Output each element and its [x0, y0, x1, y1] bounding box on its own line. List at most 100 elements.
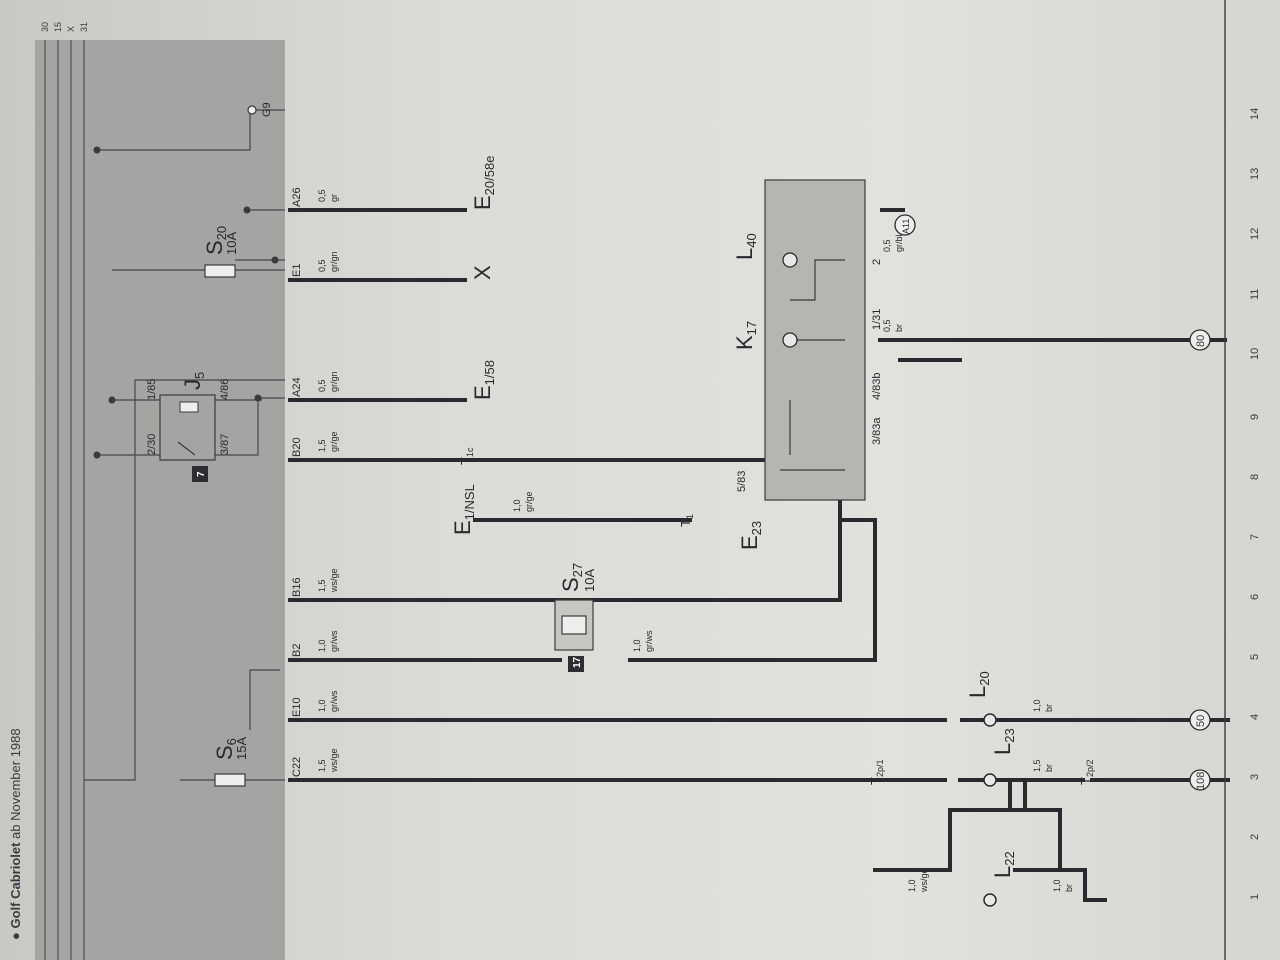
fuse-s6-rating: 15A [234, 737, 249, 760]
g9-connector-circle [247, 105, 257, 115]
load-wires [875, 718, 1230, 872]
connector-e10: E10 [291, 697, 303, 717]
grid-number: 12 [1249, 228, 1261, 240]
ground-80 [1189, 329, 1211, 351]
ground-50 [1189, 709, 1211, 731]
lamp-l20-symbol [983, 713, 997, 727]
wire-color: br [1044, 764, 1054, 772]
wire-size: 1,5 [317, 439, 327, 452]
grid-number: 8 [1249, 474, 1261, 480]
connector-a24: A24 [291, 377, 303, 397]
grid-number: 1 [1249, 894, 1261, 900]
terminal-t1c: T1c [458, 447, 475, 465]
destination-e20-58e: E20/58e [470, 156, 497, 210]
terminal-t1: T1 [678, 514, 695, 527]
junction-dot [243, 206, 251, 214]
fuse-box-number-text: 17 [572, 656, 583, 668]
connector-b20: B20 [291, 437, 303, 457]
fuse-s20-label: S20 [202, 226, 229, 255]
relay-box-number [192, 466, 208, 482]
grid-number: 14 [1249, 108, 1261, 120]
destination-e1-58: E1/58 [470, 360, 497, 400]
grid-number: 5 [1249, 654, 1261, 660]
ground-50-label: 50 [1195, 715, 1207, 727]
wire-color: gr/ge [524, 491, 534, 512]
ground-80-label: 80 [1195, 335, 1207, 347]
relay-pin-4-86: 4/86 [219, 379, 231, 400]
fuse-s6-symbol [214, 773, 246, 787]
grid-number: 13 [1249, 168, 1261, 180]
wire-color: gr/bl [894, 234, 904, 252]
wire-size: 1,5 [1032, 759, 1042, 772]
connector-b2: B2 [291, 644, 303, 657]
fuse-s27-label: S27 [558, 563, 585, 592]
junction-dot [271, 256, 279, 264]
switch-k17-label: K17 [732, 321, 759, 350]
wire-color: br [1044, 704, 1054, 712]
wire-size: 0,5 [882, 319, 892, 332]
wire-size: 0,5 [882, 239, 892, 252]
wire-size: 1,0 [317, 699, 327, 712]
junction-dot [254, 394, 262, 402]
wire-size: 0,5 [317, 379, 327, 392]
lamp-l23-symbol [983, 773, 997, 787]
switch-l40-label: L40 [732, 233, 759, 260]
fuse-s20-rating: 10A [224, 232, 239, 255]
grid-number: 10 [1249, 348, 1261, 360]
wire-color: ws/ge [919, 868, 929, 893]
destination-x: X [470, 265, 495, 280]
fuse-s6-label: S6 [212, 738, 239, 760]
wire-color: gr/ws [329, 630, 339, 652]
pin-1-31: 1/31 [871, 309, 883, 330]
fuse-box-number [568, 656, 584, 672]
connector-c22: C22 [291, 757, 303, 777]
power-rails [44, 40, 85, 960]
wire-size: 1,0 [907, 879, 917, 892]
rail-label-30: 30 [40, 22, 50, 32]
wire-color: gr/gn [329, 251, 339, 272]
wire-size: 0,5 [317, 259, 327, 272]
destination-e1-nsl: E1/NSL [450, 484, 477, 535]
wire-color: ws/ge [329, 568, 339, 593]
relay-pin-3-87: 3/87 [219, 434, 231, 455]
grid-number: 4 [1249, 714, 1261, 720]
connector-g9: G9 [261, 102, 273, 117]
lamp-l23-label: L23 [990, 728, 1017, 755]
junction-dot [93, 146, 101, 154]
grid-numbers: 1 2 3 4 5 6 7 8 9 10 11 12 13 14 [1249, 108, 1261, 900]
pin-5-83: 5/83 [736, 471, 748, 492]
wire-color: ws/ge [329, 748, 339, 773]
ground-points [894, 214, 1211, 791]
grid-number: 7 [1249, 534, 1261, 540]
ground-108 [1189, 769, 1211, 791]
grid-number: 2 [1249, 834, 1261, 840]
connector-a26: A26 [291, 187, 303, 207]
rail-label-15: 15 [53, 22, 63, 32]
wire-color: gr/ws [329, 690, 339, 712]
wire-size: 1,0 [317, 639, 327, 652]
junction-dot [93, 451, 101, 459]
relay-pin-1-85: 1/85 [146, 379, 158, 400]
lamp-l22-symbol [983, 893, 997, 907]
internal-wiring [84, 109, 285, 781]
grid-number: 11 [1249, 289, 1261, 300]
central-electrics-panel [35, 40, 285, 960]
connector-b16: B16 [291, 577, 303, 597]
fuse-s27-symbol [561, 615, 587, 635]
terminal-t2p2: T2p/2 [1078, 760, 1095, 785]
wire-color: gr/gn [329, 371, 339, 392]
wire-size: 1,0 [512, 499, 522, 512]
wire-color: br [894, 324, 904, 332]
connector-e1: E1 [291, 264, 303, 277]
relay-j5-label: J5 [180, 372, 207, 390]
wire-size: 1,0 [1052, 879, 1062, 892]
relay-box-number-text: 7 [196, 471, 207, 477]
lamp-l22-label: L22 [990, 851, 1017, 878]
page-title: ● Golf Cabriolet ab November 1988 [8, 728, 23, 940]
relay-j5-symbol [159, 394, 216, 461]
pin-3-83a: 3/83a [871, 417, 883, 445]
switch-e23-label: E23 [737, 521, 764, 550]
pin-2: 2 [871, 259, 883, 265]
